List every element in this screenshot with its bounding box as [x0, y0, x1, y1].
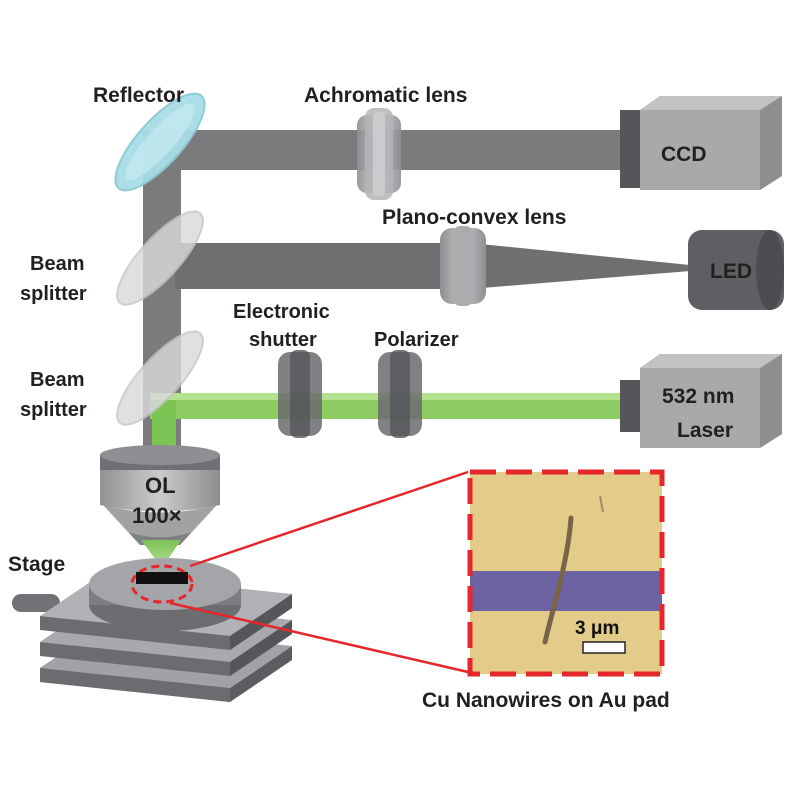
label-objective-2: 100× — [132, 503, 182, 528]
label-objective-1: OL — [145, 473, 176, 498]
sample-highlight — [130, 564, 194, 604]
small-particle — [599, 495, 604, 513]
label-scale-bar: 3 μm — [575, 618, 619, 639]
label-beam-splitter-top-2: splitter — [20, 283, 87, 305]
label-stage: Stage — [8, 553, 65, 576]
label-inset-caption: Cu Nanowires on Au pad — [422, 689, 670, 712]
scale-bar-rect — [582, 641, 626, 654]
label-polarizer: Polarizer — [374, 329, 459, 351]
led-beam — [175, 243, 690, 289]
electronic-shutter — [278, 350, 322, 438]
ccd-device — [620, 96, 782, 190]
gold-pad-electrode — [470, 571, 662, 611]
laser-device — [620, 354, 782, 448]
label-reflector: Reflector — [93, 84, 184, 107]
labels: Reflector Achromatic lens CCD Plano-conv… — [8, 84, 752, 712]
polarizer — [378, 350, 422, 438]
achromatic-lens — [357, 108, 401, 200]
plano-convex-lens — [440, 226, 486, 306]
label-beam-splitter-bottom-1: Beam — [30, 369, 84, 391]
led-device — [688, 230, 784, 310]
label-beam-splitter-top-1: Beam — [30, 253, 84, 275]
label-achromatic-lens: Achromatic lens — [304, 84, 467, 107]
beam-splitter-top — [116, 210, 204, 306]
sample-nanowire-mark — [136, 572, 188, 584]
label-plano-convex-lens: Plano-convex lens — [382, 206, 566, 229]
label-ccd: CCD — [661, 143, 707, 166]
label-led: LED — [710, 260, 752, 283]
microscope-inset — [467, 469, 665, 677]
label-laser-1: 532 nm — [662, 385, 734, 408]
objective-lens — [100, 445, 220, 568]
inset-border — [467, 469, 665, 677]
reflector — [114, 92, 206, 192]
label-electronic-shutter-2: shutter — [249, 329, 317, 351]
label-beam-splitter-bottom-2: splitter — [20, 399, 87, 421]
zoom-connectors — [169, 470, 469, 674]
stage-assembly — [12, 558, 292, 702]
label-electronic-shutter-1: Electronic — [233, 301, 330, 323]
label-laser-2: Laser — [677, 419, 733, 442]
nanowire — [542, 515, 574, 645]
focus-cone — [141, 540, 181, 568]
stage-rod — [12, 594, 60, 612]
beam-splitter-bottom — [116, 330, 204, 426]
